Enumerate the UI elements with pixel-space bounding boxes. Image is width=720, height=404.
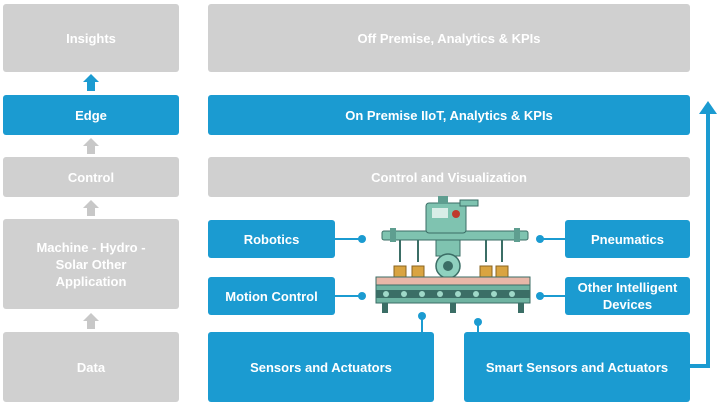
arrow-up-icon: [83, 200, 99, 216]
motion-control-label: Motion Control: [225, 288, 318, 304]
robotics-label: Robotics: [243, 231, 300, 247]
data-label: Data: [76, 359, 106, 375]
connector-pneumatics: [536, 235, 565, 243]
pneumatics-label: Pneumatics: [591, 231, 664, 247]
robotic-conveyor-icon: [375, 196, 531, 313]
control-visualization-box: Control and Visualization: [208, 157, 690, 197]
motion-control-box: Motion Control: [208, 277, 335, 315]
connector-robotics: [335, 235, 366, 243]
data-box: Data: [3, 332, 179, 402]
control-label: Control: [67, 169, 115, 185]
arrow-up-icon: [83, 74, 99, 91]
application-label: Machine - Hydro - Solar Other Applicatio…: [36, 239, 146, 289]
connector-motion-control: [335, 292, 366, 300]
arrow-up-icon: [83, 313, 99, 329]
other-devices-label: Other Intelligent Devices: [577, 280, 678, 312]
on-premise-label: On Premise IIoT, Analytics & KPIs: [345, 107, 553, 123]
control-box: Control: [3, 157, 179, 197]
edge-box: Edge: [3, 95, 179, 135]
connector-smart-sensors: [474, 318, 482, 332]
smart-sensors-box: Smart Sensors and Actuators: [464, 332, 690, 402]
connector-other-devices: [536, 292, 565, 300]
return-arrow-icon: [690, 101, 717, 368]
sensors-actuators-box: Sensors and Actuators: [208, 332, 434, 402]
sensors-actuators-label: Sensors and Actuators: [250, 359, 392, 375]
off-premise-label: Off Premise, Analytics & KPIs: [357, 30, 541, 46]
control-visualization-label: Control and Visualization: [371, 169, 527, 185]
off-premise-box: Off Premise, Analytics & KPIs: [208, 4, 690, 72]
arrow-up-icon: [83, 138, 99, 154]
on-premise-box: On Premise IIoT, Analytics & KPIs: [208, 95, 690, 135]
robotics-box: Robotics: [208, 220, 335, 258]
edge-label: Edge: [75, 107, 107, 123]
pneumatics-box: Pneumatics: [565, 220, 690, 258]
other-devices-box: Other Intelligent Devices: [565, 277, 690, 315]
connector-sensors: [418, 312, 426, 332]
smart-sensors-label: Smart Sensors and Actuators: [485, 359, 669, 375]
application-box: Machine - Hydro - Solar Other Applicatio…: [3, 219, 179, 309]
insights-box: Insights: [3, 4, 179, 72]
insights-label: Insights: [66, 30, 116, 46]
